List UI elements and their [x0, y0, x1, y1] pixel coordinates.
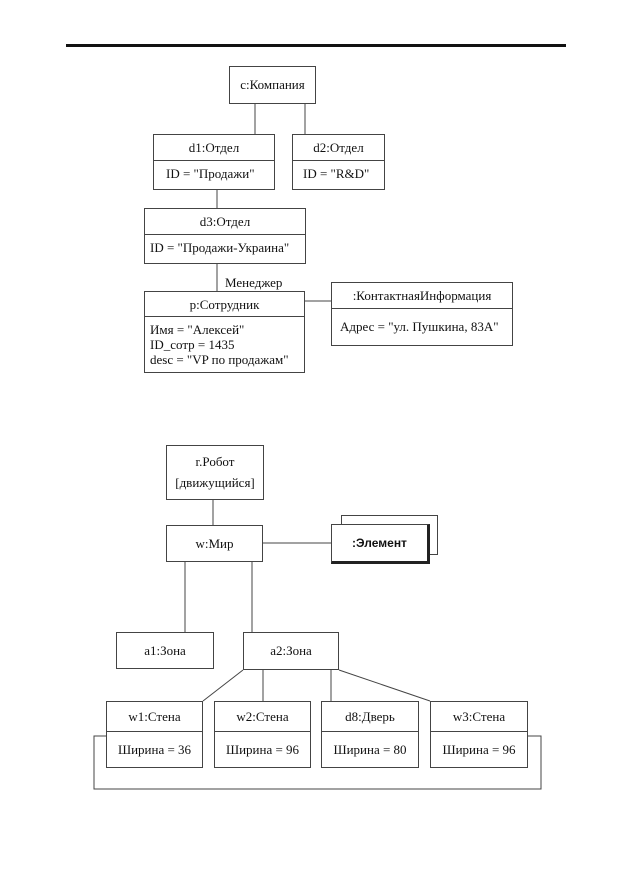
world-object[interactable]: w:Мир: [166, 525, 263, 562]
door-d8-divider: [322, 731, 418, 732]
contact-object[interactable]: :КонтактнаяИнформация Адрес = "ул. Пушки…: [331, 282, 513, 346]
robot-object[interactable]: r.Робот [движущийся]: [166, 445, 264, 500]
wall-w2-attr: Ширина = 96: [225, 742, 300, 757]
top-rule: [66, 44, 566, 47]
employee-name: p:Сотрудник: [189, 297, 260, 312]
wall-w1-attr: Ширина = 36: [117, 742, 192, 757]
zone1-object[interactable]: a1:Зона: [116, 632, 214, 669]
door-d8-object[interactable]: d8:Дверь Ширина = 80: [321, 701, 419, 768]
wall-w1-name: w1:Стена: [128, 709, 181, 724]
wall-w2-object[interactable]: w2:Стена Ширина = 96: [214, 701, 311, 768]
employee-object[interactable]: p:Сотрудник Имя = "Алексей" ID_сотр = 14…: [144, 291, 305, 373]
employee-attr-desc: desc = "VP по продажам": [150, 352, 289, 367]
dept2-attr: ID = "R&D": [303, 166, 370, 181]
contact-attr: Адрес = "ул. Пушкина, 83А": [340, 319, 499, 334]
dept3-attr: ID = "Продажи-Украина": [150, 240, 290, 255]
wall-w1-divider: [107, 731, 202, 732]
dept3-name: d3:Отдел: [199, 214, 251, 229]
employee-divider: [145, 316, 304, 317]
robot-stereotype: [движущийся]: [175, 475, 255, 490]
dept1-name: d1:Отдел: [188, 140, 240, 155]
link-zone2-w1: [202, 669, 244, 702]
dept2-name: d2:Отдел: [313, 140, 364, 155]
wall-w2-name: w2:Стена: [236, 709, 289, 724]
zone2-name: a2:Зона: [270, 643, 312, 658]
contact-name: :КонтактнаяИнформация: [352, 288, 492, 303]
element-multiobject[interactable]: :Элемент: [331, 524, 430, 564]
dept2-divider: [293, 160, 384, 161]
dept1-object[interactable]: d1:Отдел ID = "Продажи": [153, 134, 275, 190]
wall-w2-divider: [215, 731, 310, 732]
zone1-name: a1:Зона: [144, 643, 186, 658]
contact-divider: [332, 308, 512, 309]
robot-name: r.Робот: [195, 454, 235, 469]
link-wall-loop: [93, 735, 542, 790]
employee-attr-id: ID_сотр = 1435: [150, 337, 235, 352]
wall-w3-object[interactable]: w3:Стена Ширина = 96: [430, 701, 528, 768]
company-object[interactable]: c:Компания: [229, 66, 316, 104]
dept3-object[interactable]: d3:Отдел ID = "Продажи-Украина": [144, 208, 306, 264]
door-d8-attr: Ширина = 80: [333, 742, 407, 757]
wall-w1-object[interactable]: w1:Стена Ширина = 36: [106, 701, 203, 768]
wall-w3-attr: Ширина = 96: [442, 742, 516, 757]
dept3-divider: [145, 234, 305, 235]
dept1-attr: ID = "Продажи": [166, 166, 255, 181]
element-name: :Элемент: [352, 536, 407, 550]
company-name: c:Компания: [240, 77, 305, 92]
door-d8-name: d8:Дверь: [345, 709, 395, 724]
dept1-divider: [154, 160, 274, 161]
zone2-object[interactable]: a2:Зона: [243, 632, 339, 670]
world-name: w:Мир: [195, 536, 234, 551]
dept2-object[interactable]: d2:Отдел ID = "R&D": [292, 134, 385, 190]
manager-link-label: Менеджер: [225, 275, 283, 290]
wall-w3-name: w3:Стена: [452, 709, 506, 724]
employee-attr-name: Имя = "Алексей": [150, 322, 245, 337]
link-zone2-w3: [338, 669, 431, 702]
wall-w3-divider: [431, 731, 527, 732]
